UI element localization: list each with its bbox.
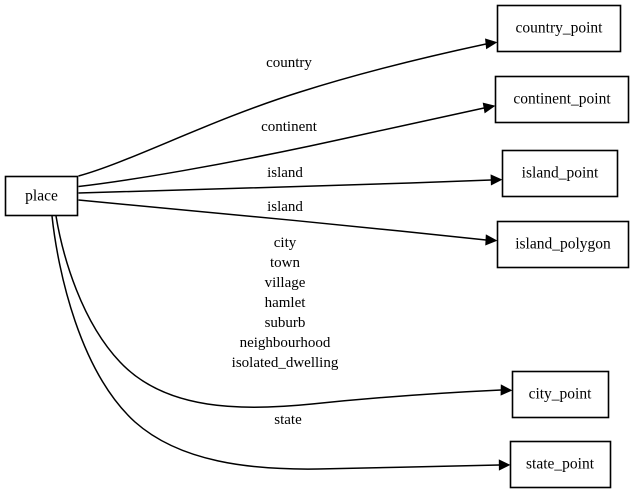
- node-place-box: [4, 175, 79, 217]
- edge-label-city-line-6: isolated_dwelling: [232, 355, 339, 371]
- edge-label-city-line-4: suburb: [265, 315, 306, 331]
- node-island_polygon[interactable]: island_polygon: [496, 220, 630, 269]
- edge-label-city-multiline: city town village hamlet suburb neighbou…: [232, 235, 339, 371]
- edge-label-country: country: [266, 55, 312, 71]
- edge-label-city-line-3: hamlet: [265, 295, 307, 311]
- node-continent_point-label: continent_point: [513, 91, 611, 108]
- arrowhead-country: [485, 38, 498, 50]
- arrowhead-city: [500, 384, 513, 396]
- edge-place-continent_point[interactable]: [78, 102, 496, 188]
- node-state_point-label: state_point: [526, 456, 595, 473]
- edge-label-city-line-1: town: [270, 255, 301, 271]
- arrowhead-state: [498, 459, 511, 471]
- node-island_polygon-box: [496, 220, 630, 269]
- edge-label-city-line-0: city: [274, 235, 297, 251]
- arrowhead-island-polygon: [485, 234, 498, 246]
- node-place-label: place: [25, 188, 58, 205]
- edge-place-city_point[interactable]: [55, 215, 513, 409]
- node-state_point-box: [509, 440, 612, 489]
- arrowhead-island-point: [490, 174, 503, 186]
- edge-label-island-point: island: [267, 165, 303, 181]
- edge-path-city: [55, 215, 502, 409]
- node-country_point-box: [496, 4, 622, 53]
- edge-label-city-line-2: village: [265, 275, 306, 291]
- node-country_point-label: country_point: [516, 20, 604, 37]
- node-city_point-box: [511, 370, 610, 419]
- edge-label-island-polygon: island: [267, 199, 303, 215]
- edge-place-island_polygon[interactable]: [78, 199, 498, 246]
- node-state_point[interactable]: state_point: [509, 440, 612, 489]
- node-island_point[interactable]: island_point: [501, 149, 619, 198]
- node-continent_point[interactable]: continent_point: [494, 75, 630, 124]
- edge-path-state: [51, 215, 500, 470]
- node-city_point[interactable]: city_point: [511, 370, 610, 419]
- node-city_point-label: city_point: [529, 386, 593, 403]
- node-country_point[interactable]: country_point: [496, 4, 622, 53]
- edge-path-continent: [78, 107, 485, 188]
- edge-path-island-point: [78, 179, 492, 194]
- edge-place-state_point[interactable]: [51, 215, 511, 471]
- edge-path-island-polygon: [78, 199, 487, 241]
- edge-place-island_point[interactable]: [78, 174, 503, 194]
- node-place[interactable]: place: [4, 175, 79, 217]
- node-island_point-box: [501, 149, 619, 198]
- arrowhead-continent: [482, 102, 496, 114]
- edge-label-city-line-5: neighbourhood: [240, 335, 331, 351]
- node-island_point-label: island_point: [522, 165, 599, 182]
- node-continent_point-box: [494, 75, 630, 124]
- node-island_polygon-label: island_polygon: [515, 236, 611, 253]
- edge-place-country_point[interactable]: [78, 38, 498, 177]
- edge-label-continent: continent: [261, 119, 318, 135]
- edge-path-country: [78, 43, 487, 177]
- edge-label-state: state: [274, 412, 302, 428]
